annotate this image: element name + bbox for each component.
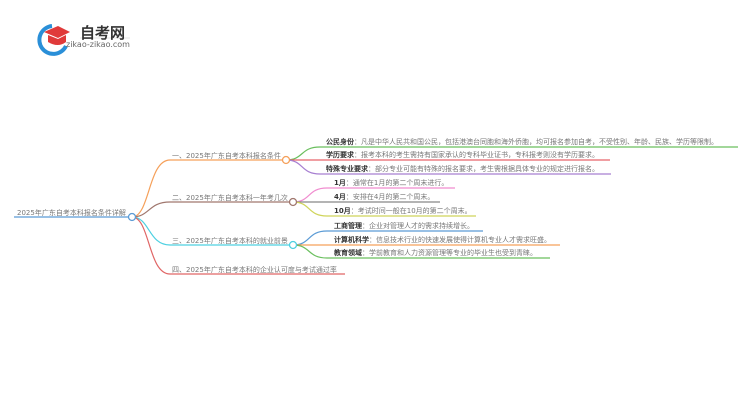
branch-node-circle[interactable] xyxy=(281,155,291,165)
leaf-link xyxy=(285,159,611,175)
leaf-link xyxy=(292,201,476,217)
leaf-link xyxy=(292,244,550,259)
branch-2[interactable]: 二、2025年广东自考本科一年考几次 xyxy=(172,194,288,202)
logo-title: 自考网 xyxy=(80,24,126,42)
root-node-circle[interactable] xyxy=(127,212,137,222)
leaf-education[interactable]: 学历要求：报考本科的考生需持有国家承认的专科毕业证书，专科报考则没有学历要求。 xyxy=(326,151,599,159)
branch-4[interactable]: 四、2025年广东自考本科的企业认可度与考试通过率 xyxy=(172,266,337,274)
branch-3[interactable]: 三、2025年广东自考本科的就业前景 xyxy=(172,237,288,245)
leaf-edu-field[interactable]: 教育领域：学前教育和人力资源管理等专业的毕业生也受到青睐。 xyxy=(334,249,537,257)
leaf-citizenship[interactable]: 公民身份：凡是中华人民共和国公民，包括港澳台同胞和海外侨胞，均可报名参加自考，不… xyxy=(326,138,718,146)
branch-link xyxy=(131,159,286,218)
leaf-oct[interactable]: 10月：考试时间一般在10月的第二个周末。 xyxy=(334,207,472,215)
root-node[interactable]: 2025年广东自考本科报名条件详解 xyxy=(17,209,126,217)
leaf-special[interactable]: 特殊专业要求：部分专业可能有特殊的报名要求，考生需根据具体专业的规定进行报名。 xyxy=(326,165,599,173)
leaf-business[interactable]: 工商管理：企业对管理人才的需求持续增长。 xyxy=(334,222,474,230)
branch-node-circle[interactable] xyxy=(288,240,298,250)
logo-icon xyxy=(37,24,70,56)
branch-link xyxy=(131,216,345,275)
branch-link xyxy=(131,201,293,218)
leaf-cs[interactable]: 计算机科学：信息技术行业的快速发展使得计算机专业人才需求旺盛。 xyxy=(334,236,551,244)
branch-1[interactable]: 一、2025年广东自考本科报名条件 xyxy=(172,152,281,160)
logo-url: zikao-zikao.com xyxy=(66,40,130,49)
branch-node-circle[interactable] xyxy=(288,197,298,207)
leaf-jan[interactable]: 1月：通常在1月的第二个周末进行。 xyxy=(334,179,449,187)
leaf-apr[interactable]: 4月：安排在4月的第二个周末。 xyxy=(334,193,435,201)
branch-link xyxy=(131,216,293,246)
